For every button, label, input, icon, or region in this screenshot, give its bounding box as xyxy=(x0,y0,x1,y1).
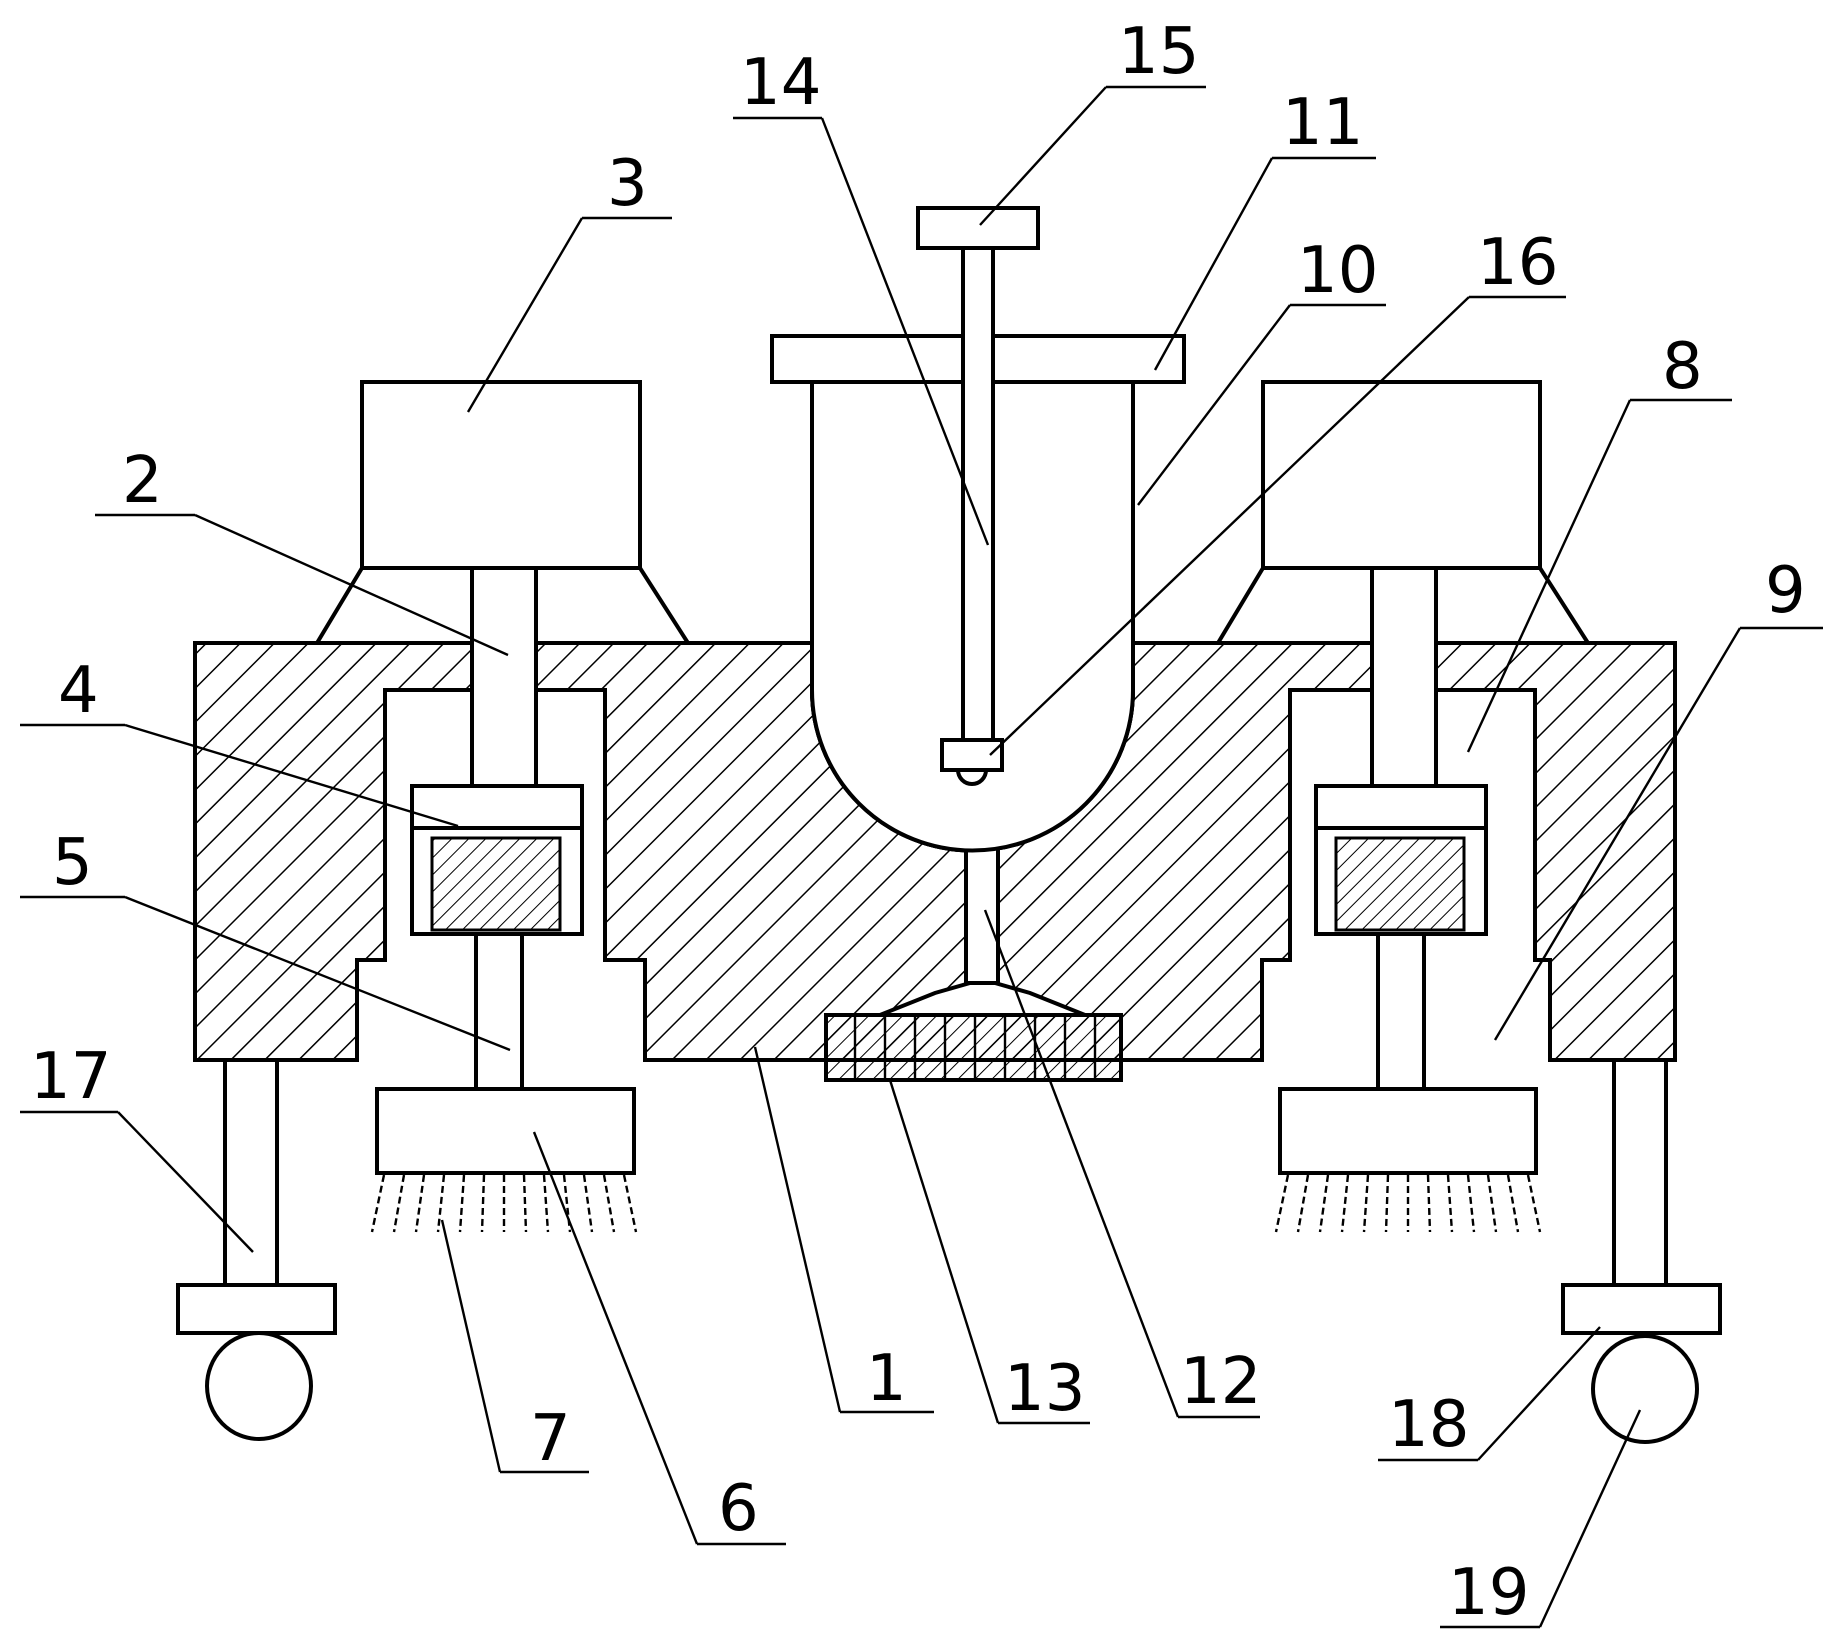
label-12: 12 xyxy=(1180,1345,1261,1419)
label-15: 15 xyxy=(1118,15,1199,89)
left-brush-plate xyxy=(375,1087,636,1175)
plug-block xyxy=(940,738,1004,772)
right-wheel-mount xyxy=(1561,1283,1722,1335)
label-14: 14 xyxy=(740,46,821,120)
handle-plate xyxy=(916,206,1040,250)
leader-lines xyxy=(20,85,1823,1629)
part-labels: 1 2 3 4 5 6 7 8 9 10 11 12 13 14 15 16 1… xyxy=(30,15,1806,1630)
label-9: 9 xyxy=(1765,554,1806,628)
label-5: 5 xyxy=(52,826,93,900)
right-shaft-upper xyxy=(1370,566,1438,788)
label-1: 1 xyxy=(866,1342,907,1416)
right-wheel xyxy=(1591,1334,1699,1444)
right-brush-plate xyxy=(1278,1087,1538,1175)
right-brush-bristles xyxy=(1274,1174,1542,1233)
label-2: 2 xyxy=(122,444,163,518)
spray-head-slots xyxy=(853,1015,1097,1080)
label-4: 4 xyxy=(58,654,99,728)
left-bearing-coil xyxy=(430,836,562,932)
label-16: 16 xyxy=(1477,226,1558,300)
label-6: 6 xyxy=(718,1472,759,1546)
label-18: 18 xyxy=(1388,1388,1469,1462)
label-13: 13 xyxy=(1004,1352,1085,1426)
left-wheel xyxy=(205,1331,313,1441)
label-8: 8 xyxy=(1662,330,1703,404)
right-bearing-coil xyxy=(1334,836,1466,932)
label-7: 7 xyxy=(530,1402,571,1476)
right-leg xyxy=(1612,1058,1668,1287)
spray-head xyxy=(824,1013,1123,1082)
left-shaft-lower xyxy=(474,932,524,1091)
label-17: 17 xyxy=(30,1040,111,1114)
left-motor xyxy=(360,380,642,570)
label-19: 19 xyxy=(1448,1556,1529,1630)
right-shaft-lower xyxy=(1376,932,1426,1091)
label-10: 10 xyxy=(1297,234,1378,308)
left-wheel-mount xyxy=(176,1283,337,1335)
label-11: 11 xyxy=(1282,86,1363,160)
left-shaft-upper xyxy=(470,566,538,788)
plug-tip xyxy=(955,768,989,786)
label-3: 3 xyxy=(607,147,648,221)
right-motor xyxy=(1261,380,1542,570)
left-brush-bristles xyxy=(370,1174,638,1233)
